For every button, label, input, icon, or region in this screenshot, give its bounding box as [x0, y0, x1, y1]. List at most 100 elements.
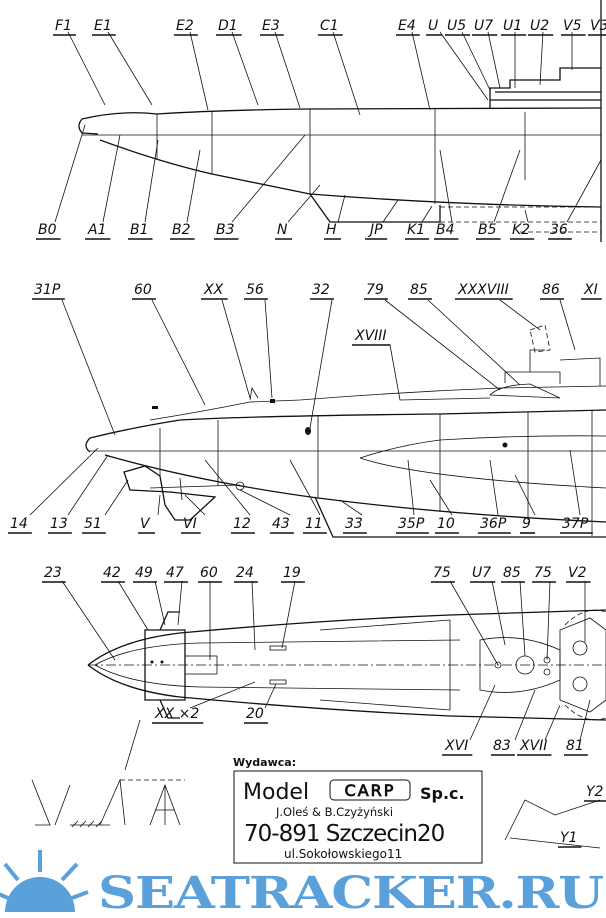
keel-2 — [314, 496, 606, 538]
keel — [309, 193, 441, 223]
svg-text:79: 79 — [366, 282, 384, 298]
svg-text:JP: JP — [367, 222, 383, 238]
svg-text:83: 83 — [493, 738, 511, 754]
publisher-box: Wydawca: Model CARP Sp.c. J.Oleś & B.Czy… — [233, 756, 483, 864]
svg-text:F1: F1 — [55, 18, 72, 34]
watermark: SEATRACKER.RU — [0, 850, 605, 918]
hull-nose-2 — [85, 437, 91, 453]
svg-text:U: U — [428, 18, 438, 34]
svg-text:U5: U5 — [447, 18, 466, 34]
plan-outline-top — [87, 609, 606, 666]
svg-text:10: 10 — [437, 516, 455, 532]
svg-text:N: N — [277, 222, 288, 238]
svg-text:85: 85 — [410, 282, 428, 298]
svg-text:81: 81 — [566, 738, 584, 754]
deck-gear — [249, 349, 601, 401]
svg-text:E1: E1 — [94, 18, 112, 34]
callout-labels-top-2: 31P 60 XX 56 32 79 85 XXXVIII 86 XI XVII… — [32, 282, 602, 346]
carp-logo: CARP — [329, 779, 411, 801]
svg-text:VI: VI — [183, 516, 197, 532]
svg-text:23: 23 — [44, 565, 62, 581]
svg-text:42: 42 — [103, 565, 121, 581]
hull-nose — [78, 118, 99, 135]
hull-bottom-line — [99, 139, 602, 208]
svg-text:31P: 31P — [34, 282, 61, 298]
svg-text:XX: XX — [203, 282, 224, 298]
bow-planes — [123, 465, 217, 521]
callout-labels-top-1: F1 E1 E2 D1 E3 C1 E4 U U5 U7 U1 U2 V5 V3 — [53, 18, 606, 36]
svg-text:J.Oleś & B.Czyżyński: J.Oleś & B.Czyżyński — [275, 805, 393, 819]
svg-text:56: 56 — [246, 282, 264, 298]
plan-outline-bottom — [87, 664, 606, 721]
leader-lines — [54, 31, 602, 223]
svg-text:B4: B4 — [436, 222, 455, 238]
detail-sketches: Y2 Y1 — [31, 778, 606, 849]
bow-planes-plan — [144, 611, 186, 719]
svg-text:35P: 35P — [398, 516, 425, 532]
svg-text:U7: U7 — [472, 565, 491, 581]
svg-text:32: 32 — [312, 282, 330, 298]
svg-text:XVII: XVII — [519, 738, 547, 754]
side-view-top: F1 E1 E2 D1 E3 C1 E4 U U5 U7 U1 U2 V5 V3… — [36, 0, 606, 242]
svg-text:XI: XI — [583, 282, 598, 298]
svg-text:E4: E4 — [398, 18, 416, 34]
svg-text:V: V — [140, 516, 151, 532]
svg-text:C1: C1 — [320, 18, 339, 34]
sun-logo-icon — [0, 850, 89, 912]
svg-text:11: 11 — [305, 516, 323, 532]
svg-text:B0: B0 — [38, 222, 57, 238]
svg-text:XX ×2: XX ×2 — [154, 706, 199, 722]
svg-text:36P: 36P — [480, 516, 507, 532]
callout-labels-bottom-2: 14 13 51 V VI 12 43 11 33 35P 10 36P 9 3… — [8, 516, 593, 534]
svg-text:70-891 Szczecin20: 70-891 Szczecin20 — [244, 821, 445, 847]
svg-text:75: 75 — [534, 565, 552, 581]
svg-text:SEATRACKER.RU: SEATRACKER.RU — [98, 868, 604, 918]
callout-labels-bottom-1: B0 A1 B1 B2 B3 N H JP K1 B4 B5 K2 36 — [36, 222, 572, 240]
svg-text:K2: K2 — [512, 222, 530, 238]
svg-text:Sp.c.: Sp.c. — [420, 784, 465, 803]
svg-text:B3: B3 — [216, 222, 235, 238]
conning-tower — [489, 67, 601, 108]
svg-text:33: 33 — [345, 516, 363, 532]
svg-text:U2: U2 — [530, 18, 549, 34]
svg-text:U7: U7 — [474, 18, 493, 34]
svg-text:12: 12 — [233, 516, 251, 532]
hull-bottom-line-2 — [104, 454, 606, 523]
svg-text:A1: A1 — [87, 222, 106, 238]
svg-text:B5: B5 — [478, 222, 497, 238]
svg-text:85: 85 — [503, 565, 521, 581]
callout-labels-bottom-3: XX ×2 20 XVI 83 XVII 81 — [152, 706, 588, 756]
svg-text:75: 75 — [433, 565, 451, 581]
hull-top-line-2 — [89, 409, 606, 439]
svg-text:51: 51 — [84, 516, 102, 532]
svg-text:20: 20 — [246, 706, 264, 722]
svg-text:14: 14 — [10, 516, 28, 532]
svg-text:Y2: Y2 — [586, 784, 604, 800]
svg-text:U1: U1 — [503, 18, 522, 34]
deck-line — [149, 385, 606, 421]
leader-lines-2 — [29, 299, 581, 516]
svg-text:CARP: CARP — [345, 781, 396, 800]
svg-text:V3: V3 — [590, 18, 606, 34]
svg-text:E2: E2 — [176, 18, 194, 34]
svg-text:XVIII: XVIII — [354, 328, 387, 344]
side-view-middle: 31P 60 XX 56 32 79 85 XXXVIII 86 XI XVII… — [8, 282, 606, 538]
svg-text:Wydawca:: Wydawca: — [233, 756, 296, 769]
svg-text:V5: V5 — [563, 18, 582, 34]
callout-labels-top-3: 23 42 49 47 60 24 19 75 U7 85 75 V2 — [42, 565, 591, 583]
bulge-outline — [359, 435, 606, 489]
svg-text:37P: 37P — [562, 516, 589, 532]
svg-text:24: 24 — [236, 565, 254, 581]
plan-view: 23 42 49 47 60 24 19 75 U7 85 75 V2 XX ×… — [42, 565, 606, 771]
svg-text:XXXVIII: XXXVIII — [457, 282, 509, 298]
svg-text:V2: V2 — [568, 565, 587, 581]
svg-text:60: 60 — [134, 282, 152, 298]
svg-text:43: 43 — [272, 516, 290, 532]
svg-text:D1: D1 — [218, 18, 238, 34]
svg-text:Y1: Y1 — [560, 830, 577, 846]
svg-text:13: 13 — [50, 516, 68, 532]
svg-text:47: 47 — [166, 565, 184, 581]
svg-text:H: H — [326, 222, 337, 238]
svg-text:XVI: XVI — [444, 738, 468, 754]
svg-text:K1: K1 — [407, 222, 425, 238]
